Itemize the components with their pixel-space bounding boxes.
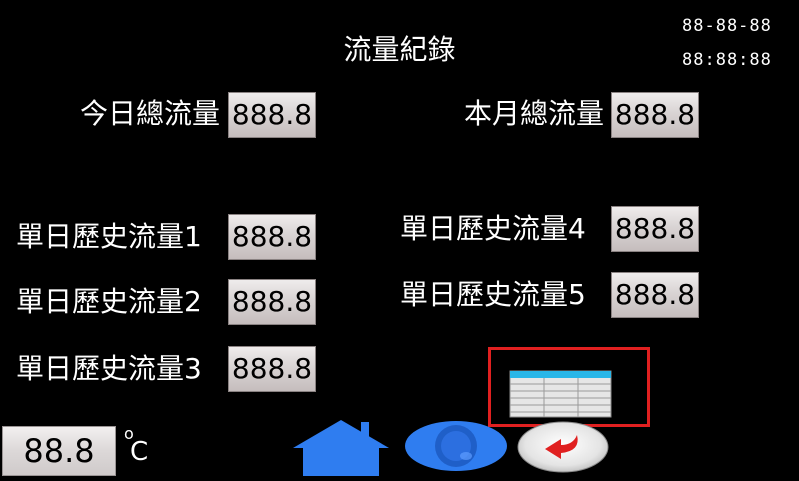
time-display: 88:88:88 bbox=[682, 50, 772, 70]
history-3-value: 888.8 bbox=[228, 346, 316, 392]
back-arrow-icon bbox=[517, 421, 609, 473]
temperature-value: 88.8 bbox=[2, 426, 116, 476]
back-button[interactable] bbox=[517, 421, 609, 473]
history-5-value: 888.8 bbox=[611, 272, 699, 318]
temperature-unit: C bbox=[130, 437, 149, 467]
history-4-value: 888.8 bbox=[611, 206, 699, 252]
month-total-label: 本月總流量 bbox=[463, 97, 604, 130]
month-total-value: 888.8 bbox=[611, 92, 699, 138]
table-icon[interactable] bbox=[509, 370, 612, 418]
home-icon bbox=[293, 420, 389, 476]
view-button[interactable] bbox=[404, 420, 508, 472]
history-2-value: 888.8 bbox=[228, 279, 316, 325]
today-total-label: 今日總流量 bbox=[79, 97, 220, 130]
history-4-label: 單日歷史流量4 bbox=[400, 212, 586, 245]
history-1-label: 單日歷史流量1 bbox=[16, 220, 202, 253]
degree-symbol: o bbox=[124, 424, 134, 443]
date-display: 88-88-88 bbox=[682, 16, 772, 36]
history-1-value: 888.8 bbox=[228, 214, 316, 260]
history-5-label: 單日歷史流量5 bbox=[400, 278, 586, 311]
history-3-label: 單日歷史流量3 bbox=[16, 352, 202, 385]
history-2-label: 單日歷史流量2 bbox=[16, 285, 202, 318]
eye-icon bbox=[405, 421, 507, 471]
home-button[interactable] bbox=[291, 418, 391, 476]
page-title: 流量紀錄 bbox=[343, 33, 456, 66]
today-total-value: 888.8 bbox=[228, 92, 316, 138]
